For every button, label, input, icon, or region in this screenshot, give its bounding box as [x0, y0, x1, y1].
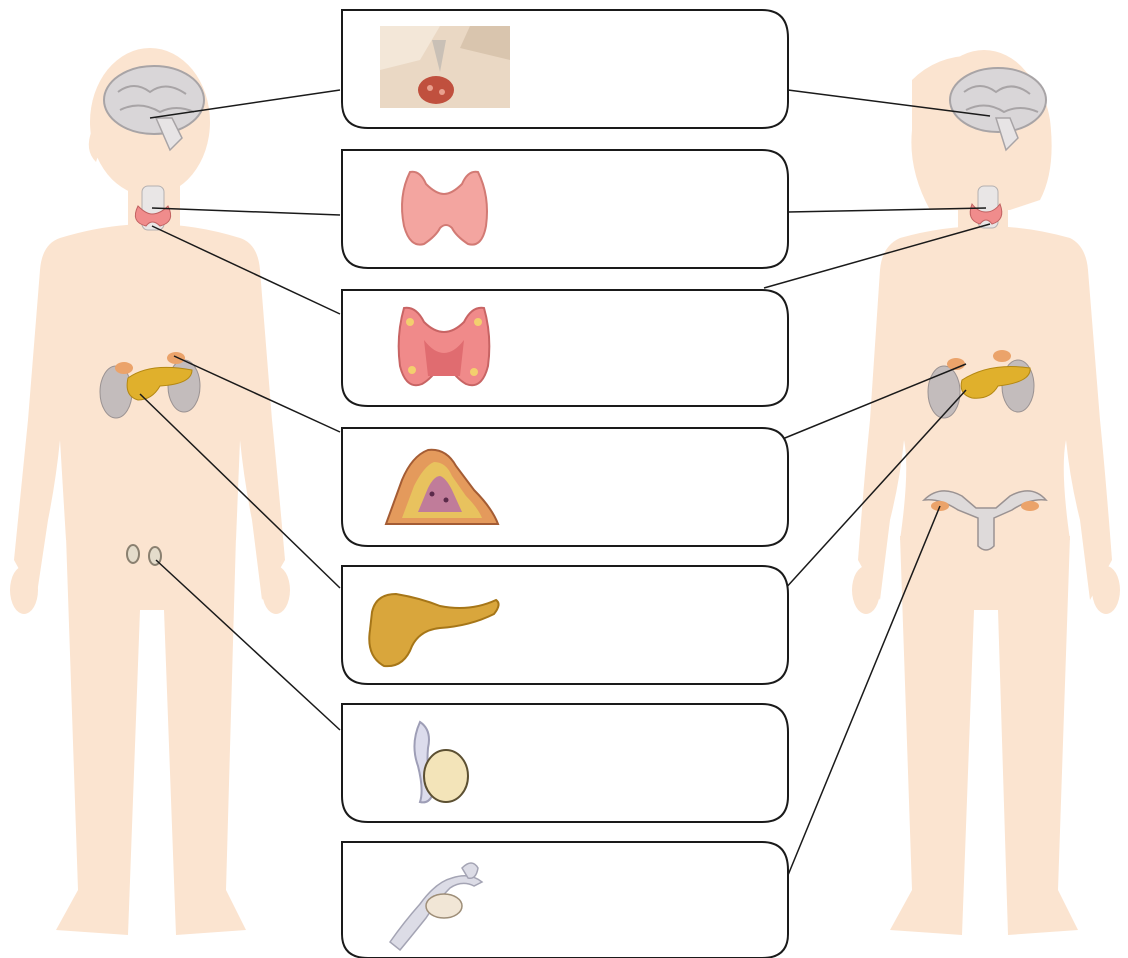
label-box-adrenal[interactable] [342, 428, 788, 546]
female-body-silhouette [852, 50, 1120, 935]
label-box-testis[interactable] [342, 704, 788, 822]
female-figure [852, 50, 1120, 935]
pituitary-gland-icon [380, 26, 510, 108]
label-box-thyroid[interactable] [342, 150, 788, 268]
male-figure [10, 48, 290, 935]
label-box-pituitary[interactable] [342, 10, 788, 128]
label-box-parathyroid[interactable] [342, 290, 788, 406]
label-boxes [342, 10, 788, 958]
label-box-pancreas[interactable] [342, 566, 788, 684]
connector-thyroid-male [152, 208, 340, 215]
male-body-silhouette [10, 48, 290, 935]
label-box-ovary[interactable] [342, 842, 788, 958]
